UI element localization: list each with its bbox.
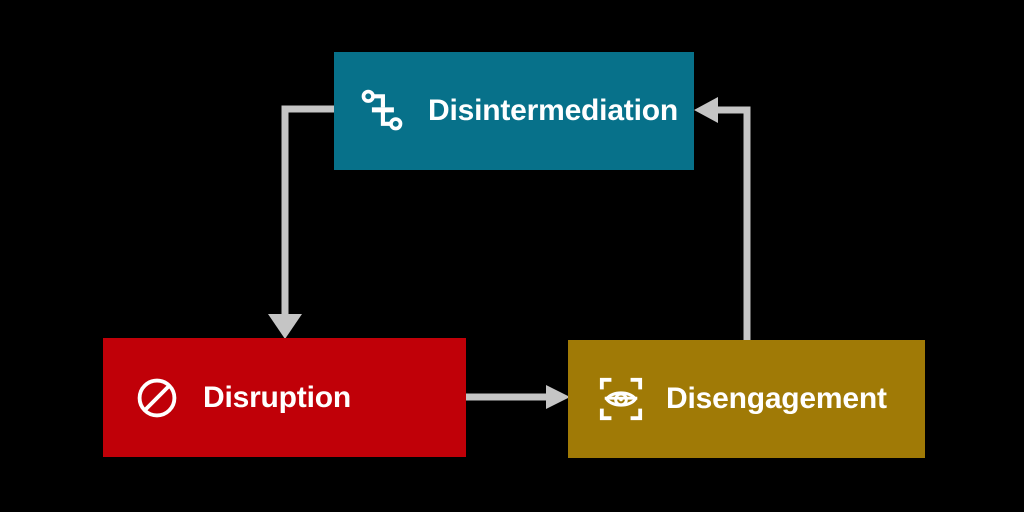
- node-disruption-label: Disruption: [203, 380, 351, 414]
- node-disengagement-label: Disengagement: [666, 382, 887, 415]
- node-disruption[interactable]: Disruption: [103, 338, 466, 457]
- edge-disengagement-to-disintermediation: [694, 97, 751, 340]
- node-disintermediation-label: Disintermediation: [428, 94, 678, 127]
- edge-disruption-to-disengagement: [466, 385, 570, 409]
- edge-disintermediation-to-disruption: [268, 105, 334, 339]
- node-disengagement[interactable]: Disengagement: [568, 340, 925, 458]
- network-branch-icon: [360, 89, 404, 133]
- eye-scan-icon: [598, 376, 644, 422]
- node-disintermediation[interactable]: Disintermediation: [334, 52, 694, 170]
- prohibition-icon: [135, 376, 179, 420]
